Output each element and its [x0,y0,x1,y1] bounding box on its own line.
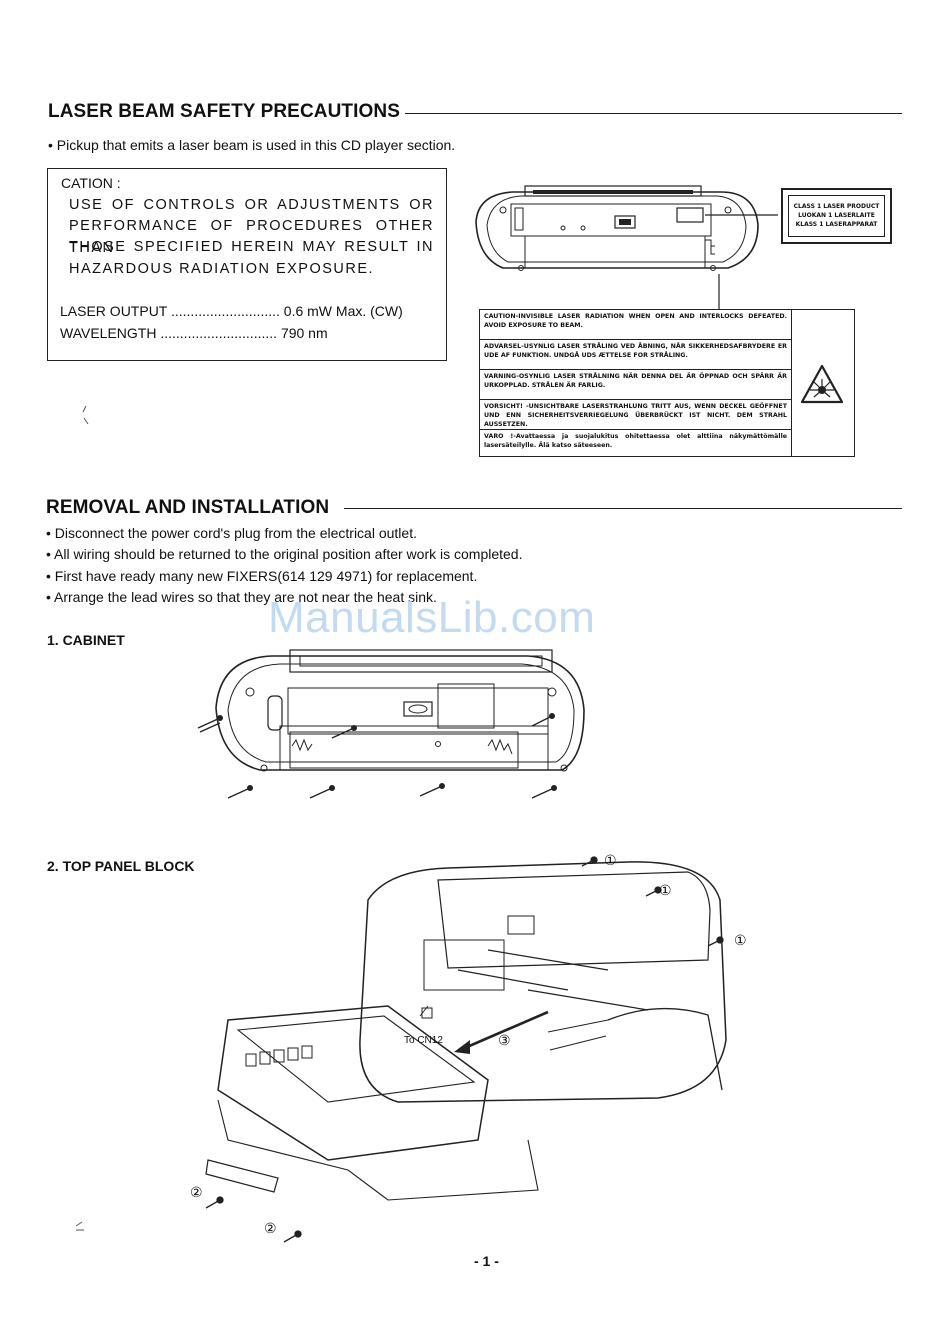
caution-heading: CATION : [61,175,121,191]
top-panel-heading: 2. TOP PANEL BLOCK [47,858,195,874]
removal-section-title: REMOVAL AND INSTALLATION [46,497,330,518]
callout-3: ③ [498,1032,511,1048]
spec-label: LASER OUTPUT ...........................… [60,303,280,319]
removal-bullet: • Disconnect the power cord's plug from … [46,525,417,541]
spec-label: WAVELENGTH .............................… [60,325,278,341]
caution-line: PERFORMANCE OF PROCEDURES OTHER THAN [69,218,434,256]
page-number: - 1 - [474,1253,499,1269]
warning-row: CAUTION-INVISIBLE LASER RADIATION WHEN O… [480,310,791,340]
caution-line: HAZARDOUS RADIATION EXPOSURE. [69,261,375,277]
laser-warning-table: CAUTION-INVISIBLE LASER RADIATION WHEN O… [479,309,855,457]
label-line: LUOKAN 1 LASERLAITE [798,212,875,219]
title-rule [344,508,902,509]
spec-laser-output: LASER OUTPUT ...........................… [60,303,440,319]
scan-mark [82,405,89,425]
callout-2: ② [264,1220,277,1236]
scan-mark [75,1221,84,1231]
warning-row: ADVARSEL-USYNLIG LASER STRÅLING VED ÅBNI… [480,340,791,370]
callout-1: ① [734,932,747,948]
caution-line: USE OF CONTROLS OR ADJUSTMENTS OR [69,197,434,213]
warning-row: VORSICHT! -UNSICHTBARE LASERSTRAHLUNG TR… [480,400,791,430]
boombox-laser-illustration [475,185,778,310]
title-rule [405,113,902,114]
removal-bullet: • All wiring should be returned to the o… [46,546,523,562]
removal-bullet: • First have ready many new FIXERS(614 1… [46,568,478,584]
spec-value: 790 nm [280,325,328,341]
warning-row: VARO !-Avattaessa ja suojalukitus ohitet… [484,433,787,449]
cabinet-heading: 1. CABINET [47,632,125,648]
laser-section-title: LASER BEAM SAFETY PRECAUTIONS [48,101,400,122]
laser-intro: • Pickup that emits a laser beam is used… [48,137,456,153]
to-cn12-label: To CN12 [404,1035,443,1046]
callout-1: ① [659,882,672,898]
label-line: CLASS 1 LASER PRODUCT [793,203,880,210]
cabinet-illustration [197,649,585,799]
caution-box: CATION : USE OF CONTROLS OR ADJUSTMENTS … [47,168,447,361]
class1-laser-label: CLASS 1 LASER PRODUCT LUOKAN 1 LASERLAIT… [781,188,892,244]
removal-bullet: • Arrange the lead wires so that they ar… [46,589,437,605]
laser-hazard-icon [800,364,844,404]
label-line: KLASS 1 LASERAPPARAT [795,221,878,228]
caution-line: THOSE SPECIFIED HEREIN MAY RESULT IN [69,239,434,255]
spec-value: 0.6 mW Max. (CW) [283,303,403,319]
callout-2: ② [190,1184,203,1200]
warning-row: VARNING-OSYNLIG LASER STRÅLNING NÄR DENN… [480,370,791,400]
spec-wavelength: WAVELENGTH .............................… [60,325,440,341]
callout-1: ① [604,852,617,868]
watermark: ManualsLib.com [268,593,596,642]
top-panel-illustration [205,856,727,1243]
